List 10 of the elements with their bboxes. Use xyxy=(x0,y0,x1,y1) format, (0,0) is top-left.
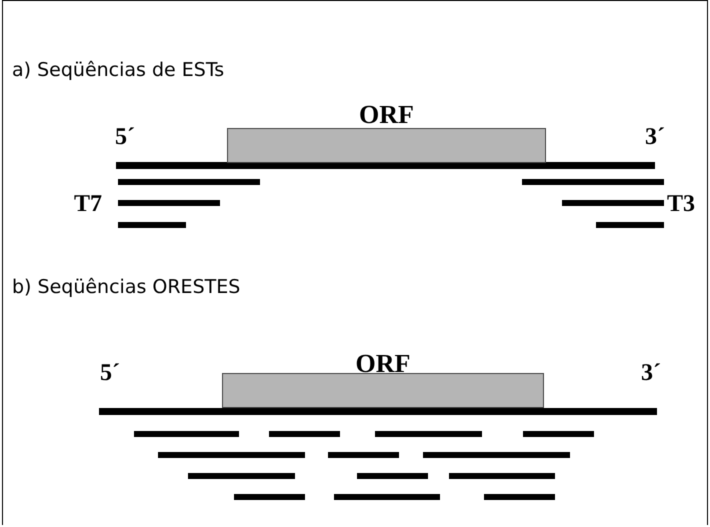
primer-label: T7 xyxy=(74,192,102,216)
section-heading: b) Seqüências ORESTES xyxy=(12,278,240,297)
end-label: 3´ xyxy=(641,361,661,385)
orf-label: ORF xyxy=(359,102,414,128)
section-heading: a) Seqüências de ESTs xyxy=(12,61,224,80)
end-label: 3´ xyxy=(645,125,665,149)
end-label: 5´ xyxy=(100,361,120,385)
primer-label: T3 xyxy=(667,192,696,216)
end-label: 5´ xyxy=(115,125,135,149)
orf-label: ORF xyxy=(356,351,410,377)
